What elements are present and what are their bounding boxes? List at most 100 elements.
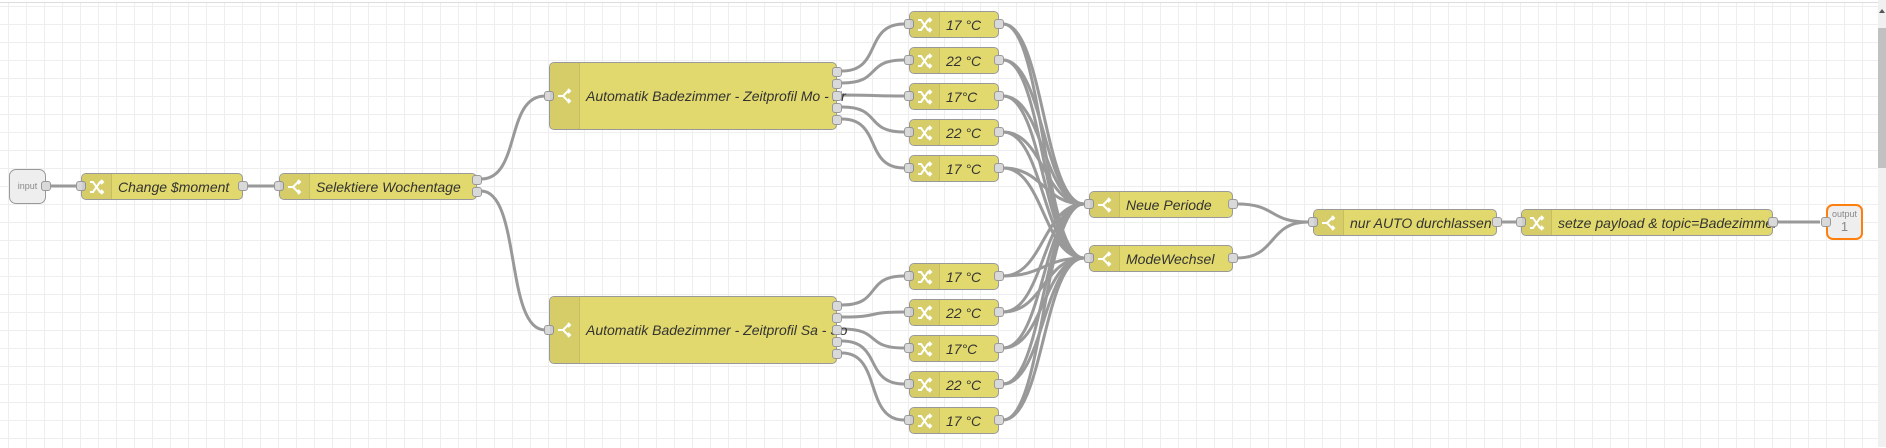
node-label: 22 °C <box>946 376 982 393</box>
node-label: 17°C <box>946 88 978 105</box>
shuffle-icon <box>910 300 940 325</box>
input-port[interactable] <box>904 415 914 425</box>
output-number: 1 <box>1840 219 1849 234</box>
temperature-node[interactable]: 17°C <box>904 83 1004 110</box>
output-port[interactable] <box>238 181 248 191</box>
output-node[interactable]: output 1 <box>1821 204 1863 240</box>
modewechsel-node[interactable]: ModeWechsel <box>1084 245 1238 272</box>
output-port-5[interactable] <box>832 349 842 359</box>
output-port[interactable] <box>994 55 1004 65</box>
output-port[interactable] <box>1228 199 1238 209</box>
shuffle-icon <box>910 156 940 181</box>
shuffle-icon <box>910 336 940 361</box>
node-label: Neue Periode <box>1126 196 1212 213</box>
input-port[interactable] <box>904 19 914 29</box>
zeitprofil-mo-fr-node[interactable]: Automatik Badezimmer - Zeitprofil Mo - F… <box>544 62 846 130</box>
nur-auto-node[interactable]: nur AUTO durchlassen <box>1308 209 1502 236</box>
temperature-node[interactable]: 17 °C <box>904 407 1004 434</box>
output-port-4[interactable] <box>832 337 842 347</box>
temperature-node[interactable]: 22 °C <box>904 119 1004 146</box>
shuffle-icon <box>82 174 112 199</box>
switch-icon <box>550 63 580 129</box>
node-label: ModeWechsel <box>1126 250 1215 267</box>
selektiere-wochentage-node[interactable]: Selektiere Wochentage <box>274 173 482 200</box>
scroll-up-arrow-icon[interactable] <box>1879 9 1885 13</box>
node-label: Automatik Badezimmer - Zeitprofil Mo - F… <box>586 88 846 104</box>
temperature-node[interactable]: 17 °C <box>904 11 1004 38</box>
node-label: 22 °C <box>946 304 982 321</box>
output-port[interactable] <box>994 271 1004 281</box>
output-port[interactable] <box>994 19 1004 29</box>
input-label: input <box>17 181 38 191</box>
output-port-2[interactable] <box>472 187 482 197</box>
shuffle-icon <box>910 408 940 433</box>
temperature-node[interactable]: 22 °C <box>904 299 1004 326</box>
output-port[interactable] <box>1492 217 1502 227</box>
output-port[interactable] <box>994 343 1004 353</box>
output-port-2[interactable] <box>832 79 842 89</box>
node-label: 17 °C <box>946 16 982 33</box>
scrollbar-thumb[interactable] <box>1878 28 1886 168</box>
output-port[interactable] <box>994 163 1004 173</box>
node-label: setze payload & topic=Badezimmer <box>1558 214 1778 231</box>
input-port[interactable] <box>904 91 914 101</box>
output-port-5[interactable] <box>832 115 842 125</box>
setze-payload-node[interactable]: setze payload & topic=Badezimmer <box>1516 209 1778 236</box>
zeitprofil-sa-so-node[interactable]: Automatik Badezimmer - Zeitprofil Sa - S… <box>544 296 848 364</box>
neue-periode-node[interactable]: Neue Periode <box>1084 191 1238 218</box>
output-port[interactable] <box>1768 217 1778 227</box>
output-port[interactable] <box>994 91 1004 101</box>
node-label: Selektiere Wochentage <box>316 178 461 195</box>
output-port[interactable] <box>41 181 51 191</box>
input-port[interactable] <box>904 271 914 281</box>
shuffle-icon <box>910 372 940 397</box>
input-port[interactable] <box>904 55 914 65</box>
node-label: Change $moment <box>118 178 230 195</box>
switch-icon <box>280 174 310 199</box>
output-label: output <box>1831 209 1858 219</box>
shuffle-icon <box>910 48 940 73</box>
shuffle-icon <box>910 120 940 145</box>
input-port[interactable] <box>904 163 914 173</box>
node-label: Automatik Badezimmer - Zeitprofil Sa - S… <box>586 322 848 338</box>
switch-icon <box>550 297 580 363</box>
input-port[interactable] <box>904 307 914 317</box>
output-port-4[interactable] <box>832 103 842 113</box>
vertical-scrollbar[interactable] <box>1878 0 1886 447</box>
temperature-node[interactable]: 22 °C <box>904 47 1004 74</box>
input-port[interactable] <box>904 343 914 353</box>
output-port[interactable] <box>994 415 1004 425</box>
input-port[interactable] <box>1084 253 1094 263</box>
temperature-node[interactable]: 22 °C <box>904 371 1004 398</box>
input-port[interactable] <box>544 91 554 101</box>
input-node[interactable]: input <box>9 169 51 204</box>
input-port[interactable] <box>274 181 284 191</box>
input-port[interactable] <box>76 181 86 191</box>
output-port-3[interactable] <box>832 325 842 335</box>
input-port[interactable] <box>1821 217 1831 227</box>
node-label: 17 °C <box>946 268 982 285</box>
output-port-1[interactable] <box>472 175 482 185</box>
input-port[interactable] <box>904 379 914 389</box>
shuffle-icon <box>1522 210 1552 235</box>
output-port-1[interactable] <box>832 301 842 311</box>
temperature-node[interactable]: 17 °C <box>904 155 1004 182</box>
output-port[interactable] <box>1228 253 1238 263</box>
output-port[interactable] <box>994 127 1004 137</box>
output-port-2[interactable] <box>832 313 842 323</box>
input-port[interactable] <box>904 127 914 137</box>
node-label: 17°C <box>946 340 978 357</box>
output-port[interactable] <box>994 379 1004 389</box>
input-port[interactable] <box>1084 199 1094 209</box>
input-port[interactable] <box>544 325 554 335</box>
switch-icon <box>1090 246 1120 271</box>
output-port-1[interactable] <box>832 67 842 77</box>
node-label: 17 °C <box>946 412 982 429</box>
temperature-node[interactable]: 17 °C <box>904 263 1004 290</box>
temperature-node[interactable]: 17°C <box>904 335 1004 362</box>
output-port-3[interactable] <box>832 91 842 101</box>
input-port[interactable] <box>1308 217 1318 227</box>
input-port[interactable] <box>1516 217 1526 227</box>
output-port[interactable] <box>994 307 1004 317</box>
change-moment-node[interactable]: Change $moment <box>76 173 248 200</box>
